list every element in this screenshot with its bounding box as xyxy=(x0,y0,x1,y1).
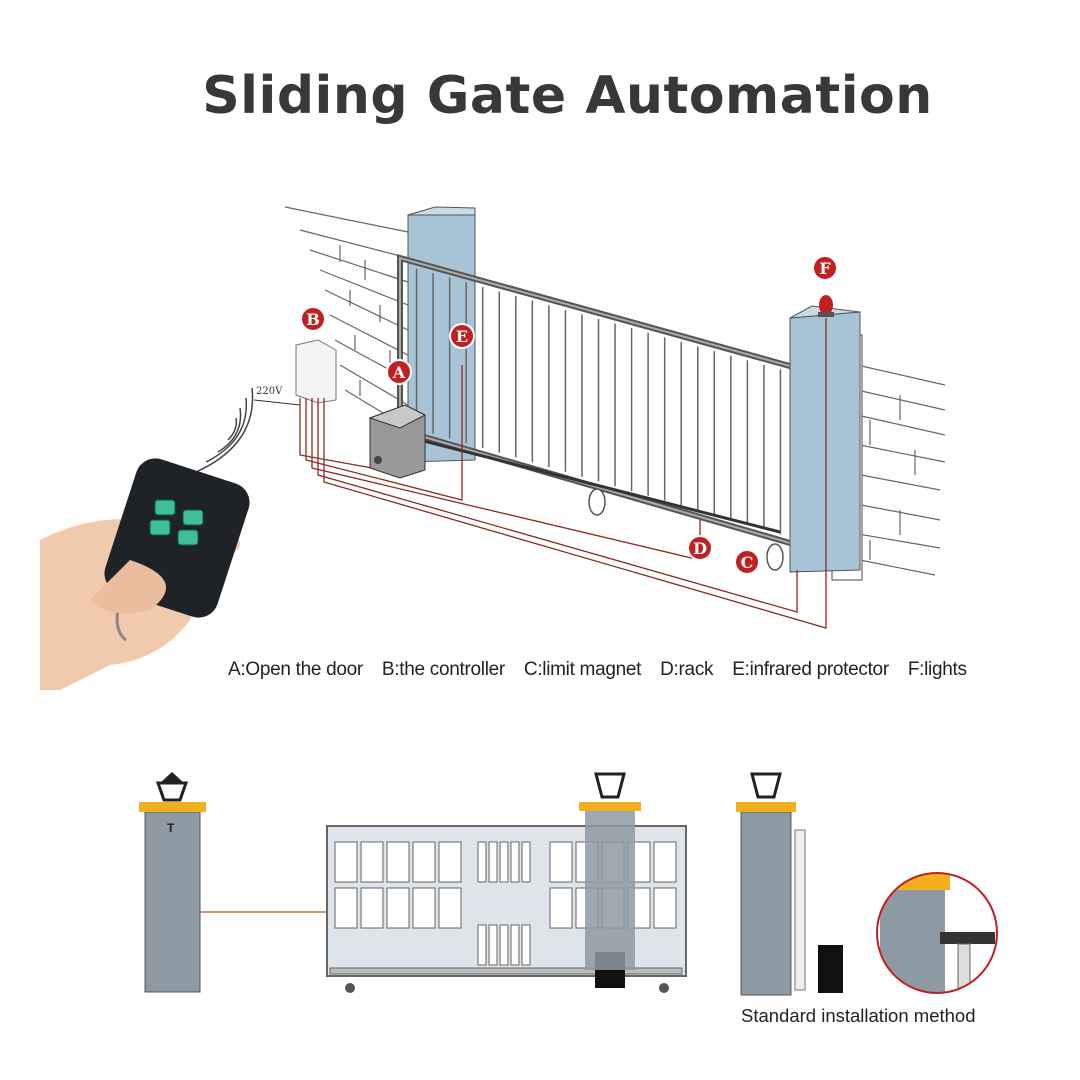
marker-a: A xyxy=(386,359,412,385)
marker-e: E xyxy=(449,323,475,349)
gate-pane xyxy=(360,887,384,929)
hand-with-remote xyxy=(40,458,250,690)
gate-post-right xyxy=(789,305,861,573)
svg-text:A: A xyxy=(392,363,406,382)
gear-rack xyxy=(419,438,781,534)
gate-pane xyxy=(549,841,573,883)
brick-wall-left xyxy=(284,206,409,429)
page-title: Sliding Gate Automation xyxy=(202,66,933,126)
gate-pane xyxy=(488,924,498,966)
gate-pane xyxy=(386,841,410,883)
svg-text:B: B xyxy=(306,310,320,329)
svg-text:E: E xyxy=(456,327,468,346)
gate-pane xyxy=(510,841,520,883)
gate-pane xyxy=(549,887,573,929)
gate-pane xyxy=(477,924,487,966)
svg-text:T: T xyxy=(167,821,175,835)
installation-caption: Standard installation method xyxy=(741,1005,976,1026)
gate-pane xyxy=(438,887,462,929)
voltage-label: 220V xyxy=(256,386,283,397)
legend-b: B:the controller xyxy=(381,659,505,680)
gate-pane xyxy=(521,924,531,966)
legend-e: E:infrared protector xyxy=(732,659,889,680)
gate-pane xyxy=(477,841,487,883)
gate-wheels xyxy=(588,488,784,571)
gate-pane xyxy=(510,924,520,966)
bottom-pillar-middle xyxy=(579,772,641,970)
gate-pane xyxy=(521,841,531,883)
marker-f: F xyxy=(812,255,838,281)
legend-c: C:limit magnet xyxy=(523,659,642,680)
gate-pane xyxy=(438,841,462,883)
bottom-pillar-left: T xyxy=(139,802,206,993)
gate-motor xyxy=(368,404,427,479)
controller-box xyxy=(295,339,337,404)
gate-pane xyxy=(386,887,410,929)
gate-pane xyxy=(653,887,677,929)
marker-c: C xyxy=(734,549,760,575)
gate-pane xyxy=(488,841,498,883)
bottom-pillar-right xyxy=(736,772,843,996)
installation-detail-zoom xyxy=(876,872,998,994)
svg-text:D: D xyxy=(693,539,707,558)
signal-waves-icon xyxy=(195,387,254,473)
gate-pane xyxy=(412,841,436,883)
legend-d: D:rack xyxy=(660,659,714,680)
gate-pane xyxy=(360,841,384,883)
gate-pane xyxy=(412,887,436,929)
legend-a: A:Open the door xyxy=(228,659,363,680)
gate-pane xyxy=(499,924,509,966)
lamp-left xyxy=(155,772,189,802)
legend-f: F:lights xyxy=(907,659,967,680)
svg-text:C: C xyxy=(741,553,754,572)
svg-text:F: F xyxy=(819,259,831,278)
gate-pane xyxy=(653,841,677,883)
gate-pane xyxy=(334,887,358,929)
marker-d: D xyxy=(687,535,713,561)
warning-light xyxy=(818,295,834,317)
legend: A:Open the door B:the controller C:limit… xyxy=(228,659,981,681)
gate-pane xyxy=(334,841,358,883)
gate-pane xyxy=(499,841,509,883)
marker-b: B xyxy=(300,306,326,332)
